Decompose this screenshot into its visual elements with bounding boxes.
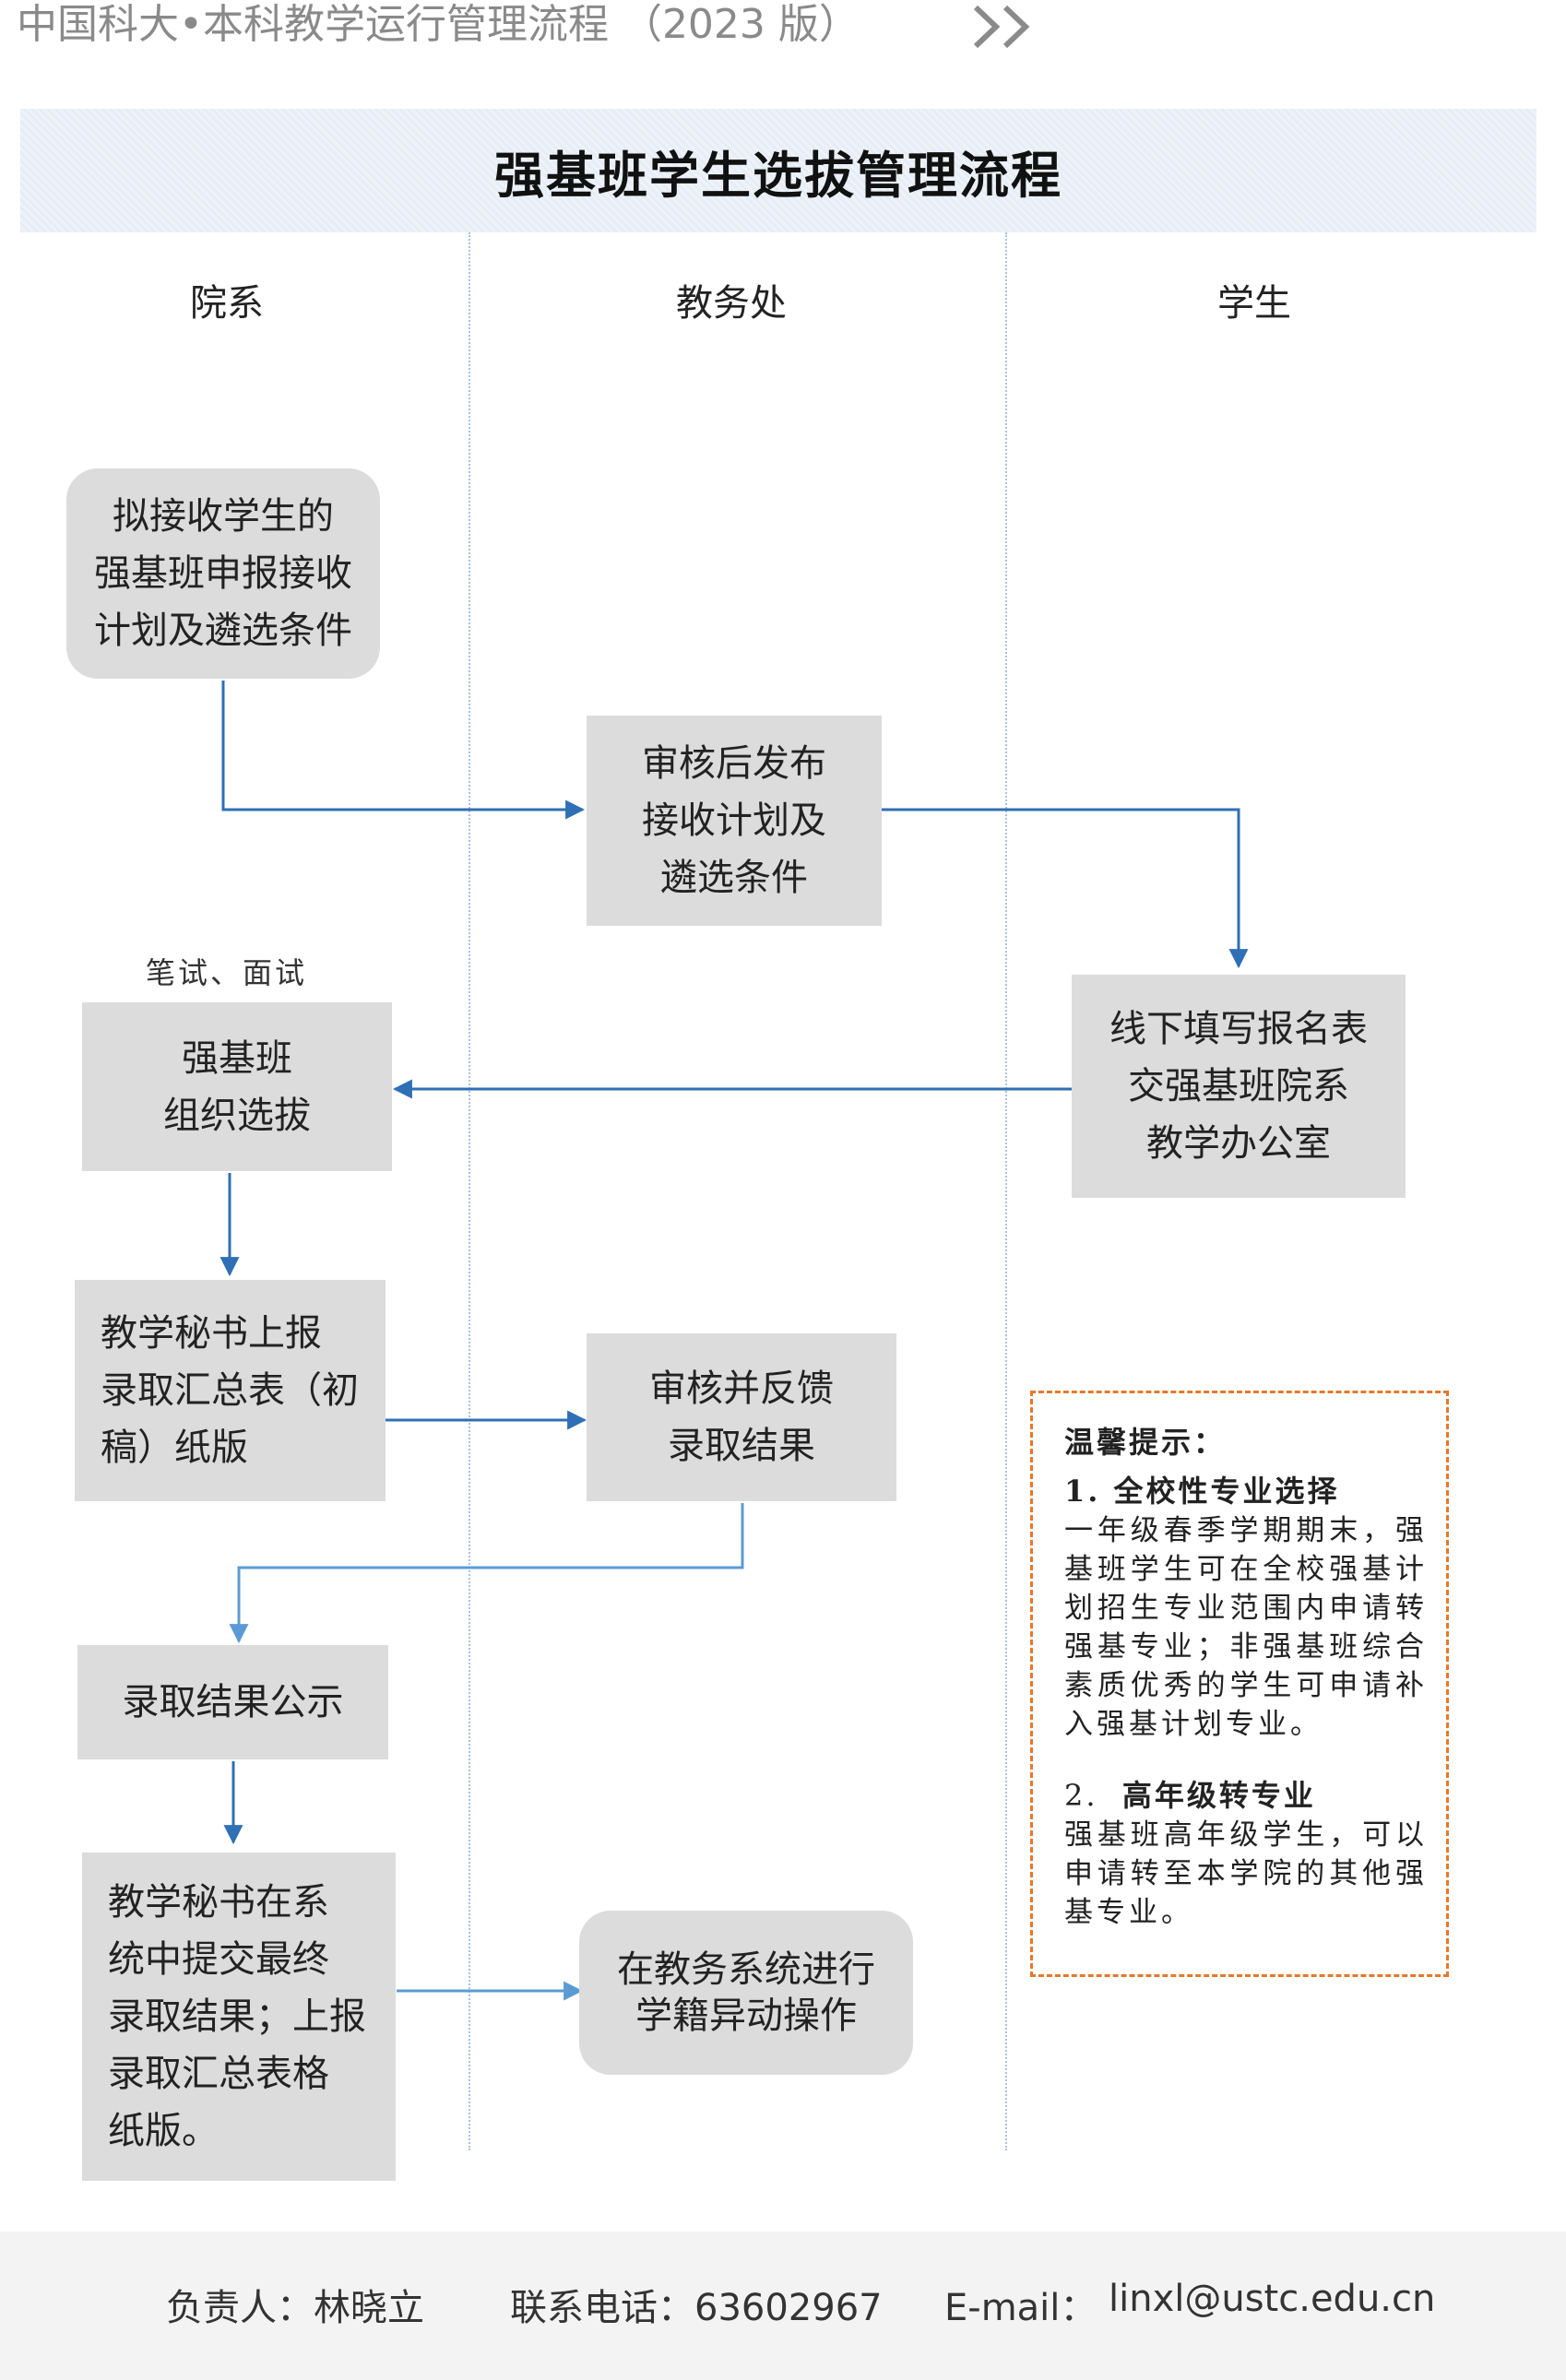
tip-2-heading: 2. 高年级转专业: [1064, 1775, 1428, 1816]
footer-email-link[interactable]: linxl@ustc.edu.cn: [1109, 2278, 1436, 2320]
diagram-title-bar: 强基班学生选拔管理流程: [20, 109, 1536, 232]
node-organize-selection: 强基班 组织选拔: [82, 1002, 392, 1171]
footer-email-label: E-mail：: [944, 2287, 1097, 2329]
footer-contact: 负责人：林晓立 联系电话：63602967 E-mail： linxl@ustc…: [0, 2232, 1566, 2380]
node-publicize-results: 录取结果公示: [77, 1645, 388, 1759]
node-review-feedback-results: 审核并反馈 录取结果: [587, 1333, 896, 1501]
node-submit-final-results: 教学秘书在系 统中提交最终 录取结果；上报 录取汇总表格 纸版。: [82, 1853, 396, 2181]
tip-1-body: 一年级春季学期期末，强基班学生可在全校强基计划招生专业范围内申请转强基专业；非强…: [1064, 1514, 1428, 1741]
footer-owner: 负责人：林晓立: [166, 2287, 424, 2329]
lane-header-student: 学生: [1217, 282, 1291, 325]
document-header: 中国科大•本科教学运行管理流程 （2023 版）: [17, 0, 1030, 53]
document-header-text: 中国科大•本科教学运行管理流程 （2023 版）: [17, 1, 860, 48]
double-chevron-right-icon: [973, 5, 1030, 49]
tip-1-heading: 1. 全校性专业选择: [1064, 1474, 1340, 1509]
node-submit-admission-plan: 拟接收学生的 强基班申报接收 计划及遴选条件: [66, 468, 380, 679]
lane-divider-1: [469, 232, 470, 2150]
node-review-publish-plan: 审核后发布 接收计划及 遴选条件: [587, 716, 882, 926]
lane-divider-2: [1005, 232, 1007, 2150]
node-report-draft-summary: 教学秘书上报 录取汇总表（初 稿）纸版: [75, 1280, 386, 1501]
connector-n1-n2: [221, 681, 586, 820]
footer-phone: 联系电话：63602967: [510, 2287, 883, 2329]
lane-header-department: 院系: [190, 282, 264, 325]
lane-header-academic-affairs: 教务处: [676, 282, 787, 325]
node-fill-application-form: 线下填写报名表 交强基班院系 教学办公室: [1072, 975, 1406, 1198]
diagram-title: 强基班学生选拔管理流程: [494, 146, 1062, 205]
node-status-change-operation: 在教务系统进行 学籍异动操作: [579, 1911, 913, 2075]
connector-n6-n7: [229, 1503, 744, 1644]
tip-2-number: 2.: [1064, 1778, 1098, 1813]
tip-2-body: 强基班高年级学生，可以申请转至本学院的其他强基专业。: [1064, 1818, 1428, 1929]
connector-n2-n3: [882, 808, 1249, 969]
tips-title: 温馨提示：: [1064, 1425, 1227, 1460]
tips-box: 温馨提示： 1. 全校性专业选择 一年级春季学期期末，强基班学生可在全校强基计划…: [1030, 1391, 1449, 1977]
tip-2-heading-text: 高年级转专业: [1121, 1778, 1316, 1813]
edge-label-exam-interview: 笔试、面试: [146, 955, 308, 990]
